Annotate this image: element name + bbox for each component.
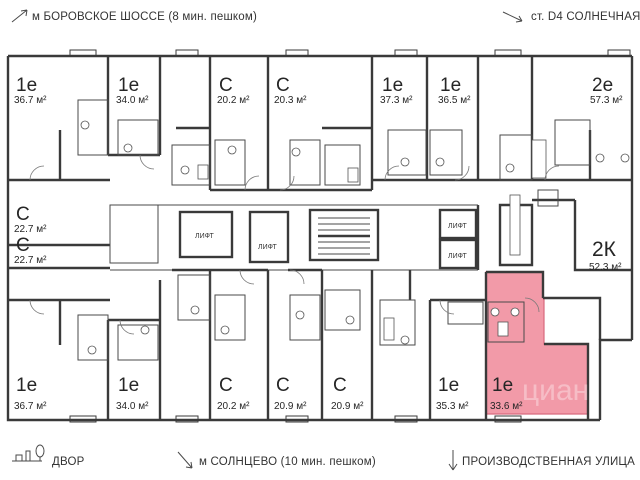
apartment-a3[interactable]: С 20.2 м² [217,75,250,106]
direction-bottom-left-label: ДВОР [52,456,85,468]
top-row-walls [8,56,632,192]
apartment-type: 1е [118,75,139,96]
direction-bottom-left: ДВОР [12,444,85,468]
apartment-area: 20.2 м² [217,401,250,412]
apartment-area: 20.3 м² [274,95,307,106]
apartment-area: 57.3 м² [590,95,623,106]
apartment-a9[interactable]: С 22.7 м² [14,235,47,266]
arrow-icon [177,451,193,469]
apartment-type: 1е [438,375,459,396]
bottom-row-doors [29,269,540,335]
apartment-a12[interactable]: 1е 34.0 м² [116,375,149,412]
apartment-area: 33.6 м² [490,401,523,412]
arrow-icon [11,9,28,23]
direction-top-left-label: м БОРОВСКОЕ ШОССЕ (8 мин. пешком) [32,11,257,23]
apartment-type: 2К [592,238,617,261]
apartment-type: 1е [118,375,139,396]
apartment-type: С [16,235,30,256]
lift-label: ЛИФТ [448,253,468,260]
apartment-type: С [219,375,233,396]
apartment-a14[interactable]: С 20.9 м² [274,375,307,412]
top-row-bathrooms [77,99,630,186]
apartment-type: 2е [592,75,613,96]
apartment-area: 20.9 м² [274,401,307,412]
apartment-area: 34.0 м² [116,95,149,106]
apartment-area: 34.0 м² [116,401,149,412]
apartment-type: С [276,375,290,396]
apartment-type: 1е [492,375,513,396]
direction-bottom-center: м СОЛНЦЕВО (10 мин. пешком) [177,451,376,469]
apartment-type: С [333,375,347,396]
apartment-type: С [16,204,30,225]
building-core [8,189,632,302]
apartment-area: 20.9 м² [331,401,364,412]
top-row-doors [29,154,560,191]
arrow-down-icon [448,450,458,471]
apartment-a1[interactable]: 1е 36.7 м² [14,75,47,106]
lift-label: ЛИФТ [195,233,215,240]
apartment-area: 20.2 м² [217,95,250,106]
apartment-a16[interactable]: 1е 35.3 м² [436,375,469,412]
direction-bottom-right: ПРОИЗВОДСТВЕННАЯ УЛИЦА [448,450,635,471]
apartment-a7[interactable]: 2е 57.3 м² [590,75,623,106]
stairs [318,217,370,255]
apartment-area: 36.7 м² [14,401,47,412]
watermark: циан [522,374,589,407]
apartment-area: 22.7 м² [14,224,47,235]
apartment-area: 52.3 м² [589,262,622,273]
apartment-a2[interactable]: 1е 34.0 м² [116,75,149,106]
bottom-row-bathrooms [77,274,525,361]
direction-top-left: м БОРОВСКОЕ ШОССЕ (8 мин. пешком) [11,9,257,23]
apartment-a8[interactable]: С 22.7 м² [14,204,47,235]
apartment-type: 1е [16,375,37,396]
direction-bottom-center-label: м СОЛНЦЕВО (10 мин. пешком) [199,456,376,468]
apartment-type: 1е [16,75,37,96]
apartment-area: 35.3 м² [436,401,469,412]
lift-label: ЛИФТ [258,244,278,251]
direction-bottom-right-label: ПРОИЗВОДСТВЕННАЯ УЛИЦА [462,456,635,468]
apartment-a5[interactable]: 1е 37.3 м² [380,75,413,106]
apartment-a13[interactable]: С 20.2 м² [217,375,250,412]
apartment-type: С [276,75,290,96]
apartment-a6[interactable]: 1е 36.5 м² [438,75,471,106]
apartment-a11[interactable]: 1е 36.7 м² [14,375,47,412]
apartment-a17-selected[interactable]: 1е 33.6 м² [490,375,523,412]
arrow-icon [502,11,523,23]
lift-label: ЛИФТ [448,223,468,230]
apartment-type: 1е [440,75,461,96]
lift-labels: ЛИФТ ЛИФТ ЛИФТ ЛИФТ [195,223,468,260]
apartment-area: 22.7 м² [14,255,47,266]
direction-top-right-label: ст. D4 СОЛНЕЧНАЯ [531,11,640,23]
direction-top-right: ст. D4 СОЛНЕЧНАЯ [502,11,640,23]
apartment-a4[interactable]: С 20.3 м² [274,75,307,106]
apartment-labels: 1е 36.7 м² 1е 34.0 м² С 20.2 м² С 20.3 м… [14,75,623,412]
apartment-type: С [219,75,233,96]
apartment-type: 1е [382,75,403,96]
apartment-a15[interactable]: С 20.9 м² [331,375,364,412]
apartment-area: 36.7 м² [14,95,47,106]
apartment-area: 37.3 м² [380,95,413,106]
apartment-area: 36.5 м² [438,95,471,106]
apartment-a10[interactable]: 2К 52.3 м² [589,238,622,273]
tree-icon [12,444,45,462]
